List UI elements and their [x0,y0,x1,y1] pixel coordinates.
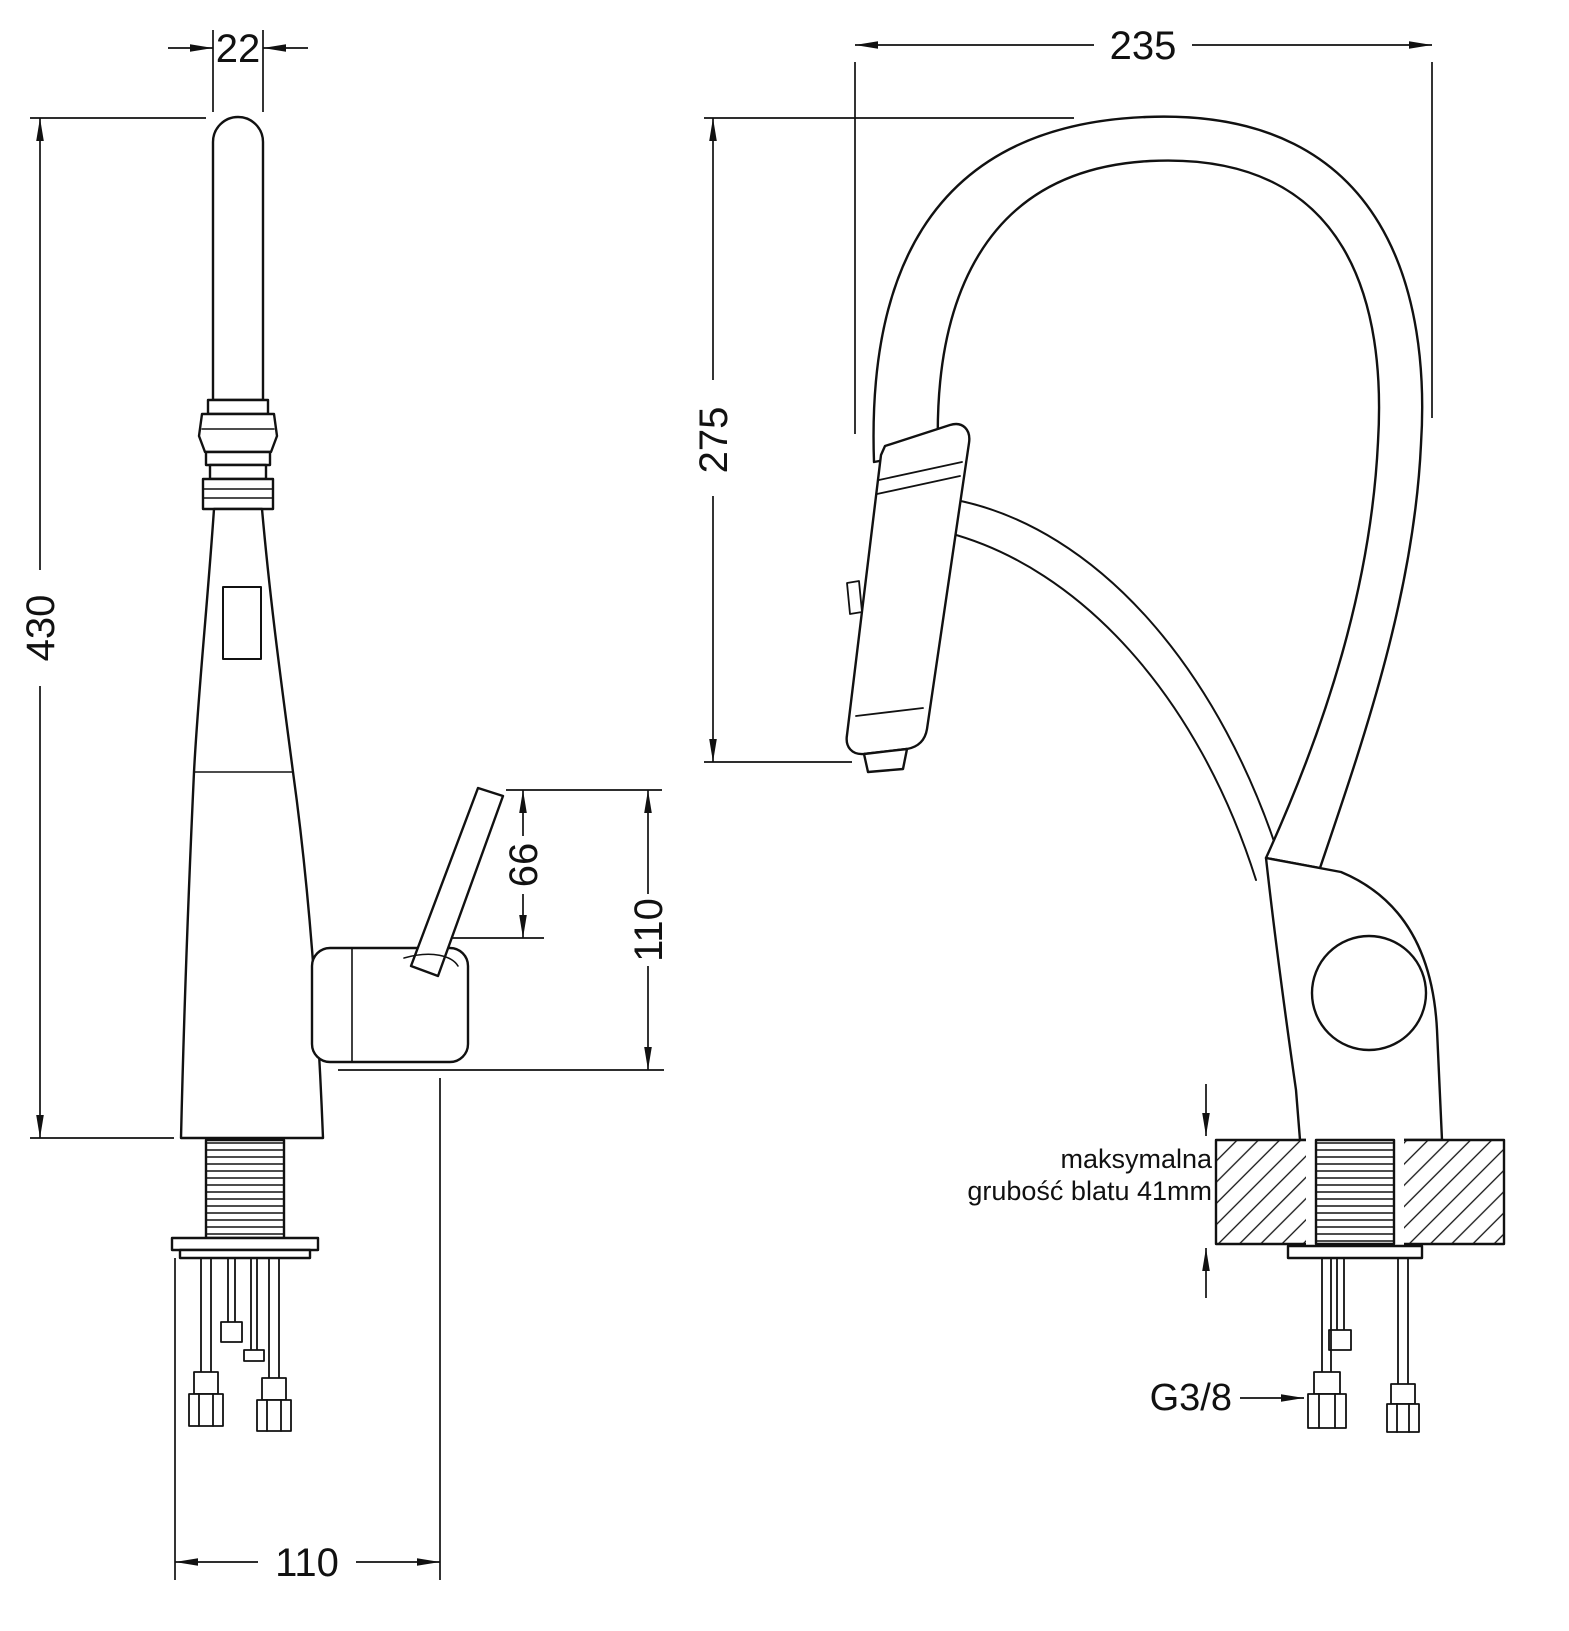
ball-joint [1310,934,1428,1052]
dim-spout-width-label: 22 [216,27,261,71]
stud-nut [220,1321,243,1343]
dimension-lines [30,30,1433,1580]
base-flange-front [1286,1244,1424,1260]
spray-nozzle [862,747,909,774]
handle-boss [310,946,470,1064]
dim-handle-rise [452,789,662,939]
counter-note-line1: maksymalna [1060,1144,1213,1174]
dim-base-width [174,1078,441,1580]
base-flange-side [170,1236,320,1252]
hose-nut-right [256,1399,292,1432]
spout-ring-1 [204,450,272,467]
dim-clearance-label: 275 [692,407,736,474]
side-view [170,115,505,1432]
mounting-hardware-front [1307,1257,1420,1433]
dim-total-height [30,117,206,1139]
dimension-labels: 22 430 66 110 110 235 275 maksymalna gru… [19,24,1232,1585]
mounting-hardware-side [188,1257,292,1432]
spray-button [846,580,863,615]
spout-nut [201,477,275,511]
g38-label: G3/8 [1150,1377,1232,1419]
dim-total-height-label: 430 [19,595,63,662]
dim-handle-rise-label: 66 [502,843,546,888]
spray-head [845,422,971,756]
g38-connector-nut [1307,1393,1347,1429]
body-window [222,586,262,660]
spout-ring-2 [208,463,268,481]
dim-reach [854,41,1433,434]
dim-handle-height [338,790,664,1071]
mounting-shank-front [1314,1138,1396,1246]
dim-handle-height-label: 110 [627,898,671,962]
spray-cable [955,499,1285,873]
front-view [845,115,1506,1433]
spout-tube [211,115,265,402]
aerator [197,412,279,454]
hose-nut-left [188,1393,224,1427]
mounting-shank-side [204,1138,286,1240]
dim-spout-width [168,30,308,112]
spout-collar [206,398,270,416]
hose-nut-front [1386,1403,1420,1433]
faucet-body-side [179,507,325,1140]
handle-lever [409,786,505,978]
counter-note-line2: grubość blatu 41mm [967,1176,1212,1206]
dim-base-width-label: 110 [275,1541,339,1585]
dim-reach-label: 235 [1110,24,1177,68]
dim-clearance [704,117,1074,763]
